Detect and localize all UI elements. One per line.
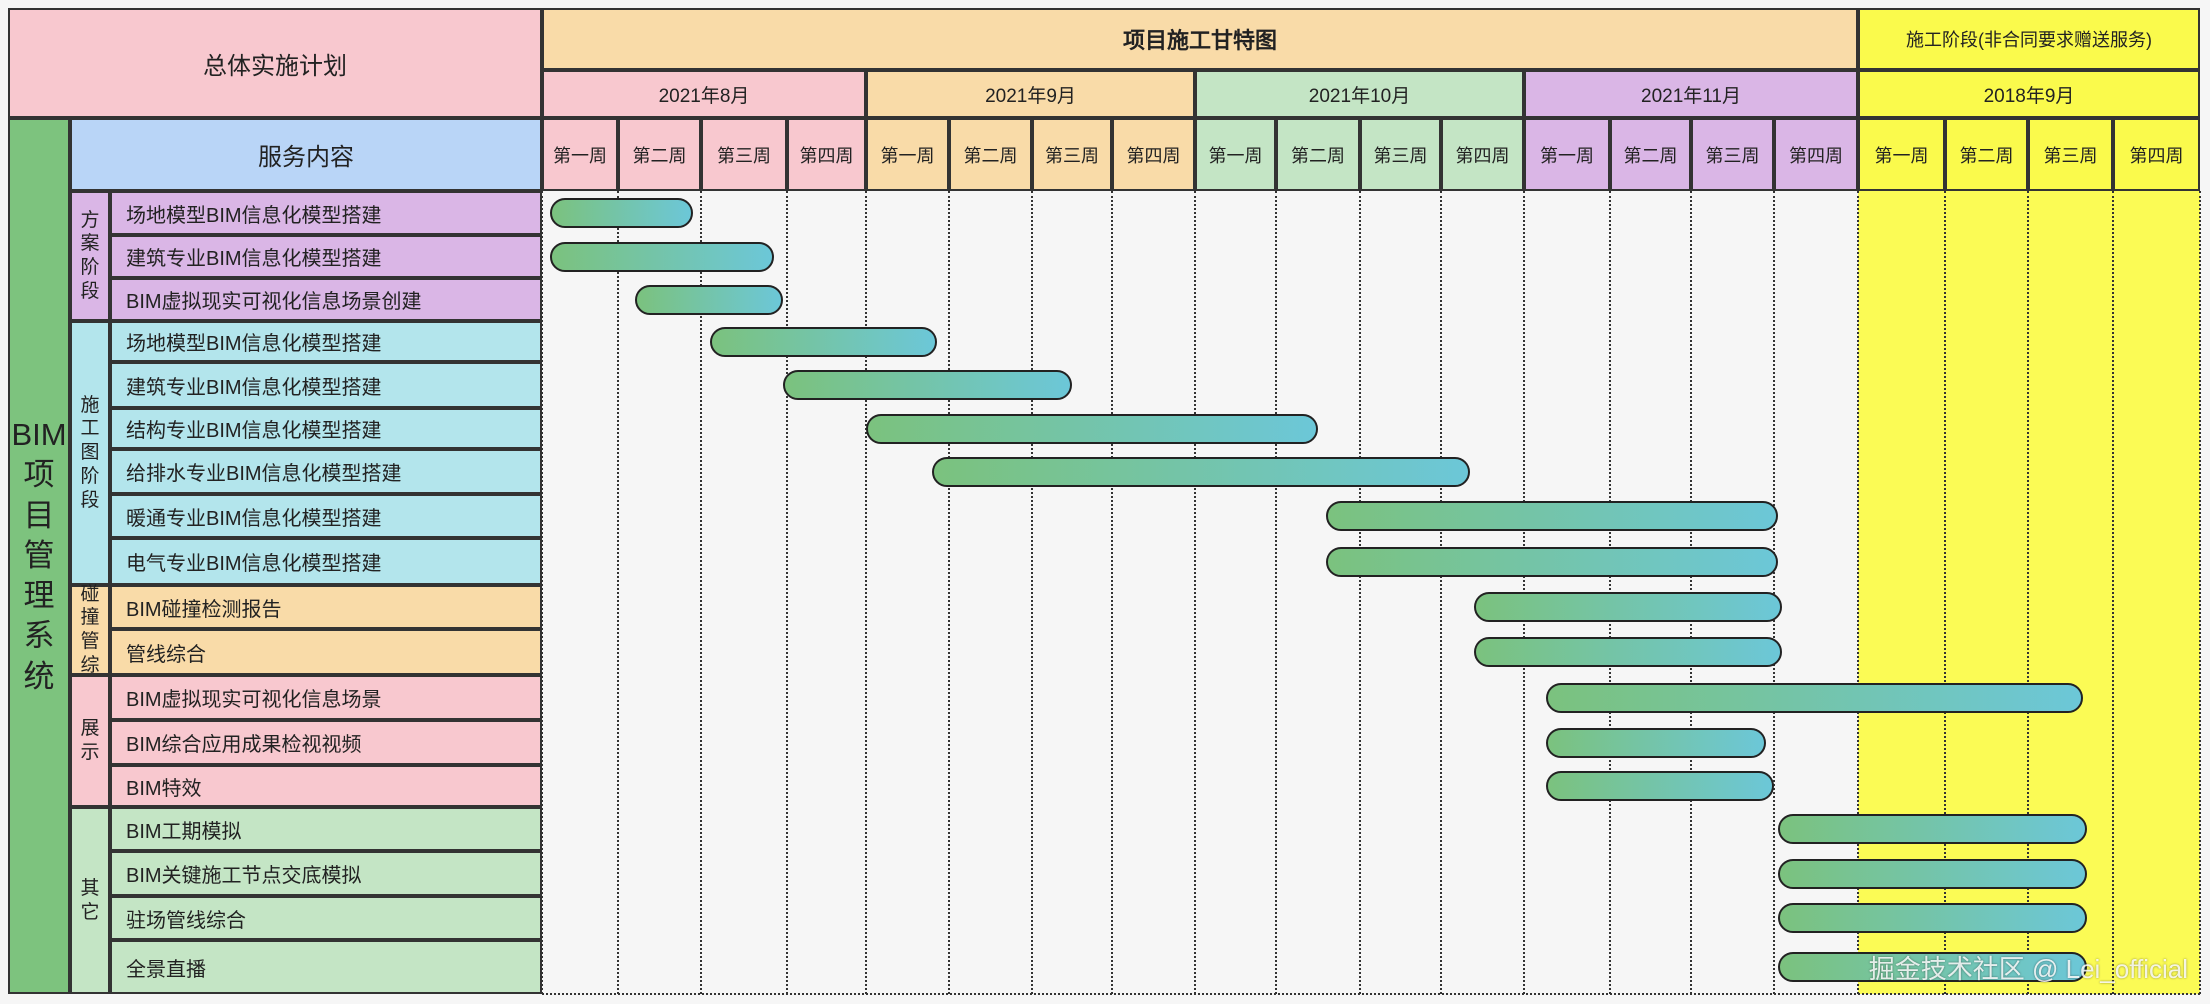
month-header: 2021年8月	[542, 70, 866, 118]
week-header: 第一周	[542, 118, 618, 191]
phase-label: 方案阶段	[70, 191, 110, 321]
task-name: 全景直播	[110, 940, 542, 994]
week-header: 第四周	[1112, 118, 1195, 191]
week-header: 第四周	[2113, 118, 2200, 191]
gantt-bar[interactable]	[932, 456, 1471, 487]
week-gridline	[541, 191, 543, 994]
gantt-bar[interactable]	[1545, 771, 1774, 801]
week-gridline	[865, 191, 867, 994]
gantt-bar[interactable]	[709, 326, 937, 357]
week-header: 第三周	[2028, 118, 2113, 191]
task-name: BIM工期模拟	[110, 807, 542, 851]
week-header: 第三周	[1691, 118, 1774, 191]
plan-title: 总体实施计划	[8, 8, 542, 118]
gantt-bar[interactable]	[549, 198, 693, 228]
week-gridline	[1194, 191, 1196, 994]
week-gridline	[948, 191, 950, 994]
task-name: 场地模型BIM信息化模型搭建	[110, 191, 542, 235]
gantt-bar[interactable]	[1326, 501, 1779, 531]
gantt-bar[interactable]	[1778, 814, 2088, 844]
chart-title: 项目施工甘特图	[542, 8, 1858, 70]
task-name: 场地模型BIM信息化模型搭建	[110, 321, 542, 362]
task-name: 建筑专业BIM信息化模型搭建	[110, 235, 542, 278]
week-gridline	[1773, 191, 1775, 994]
service-content-header: 服务内容	[70, 118, 542, 191]
watermark: 掘金技术社区 @ Lei_official	[1868, 954, 2188, 984]
week-gridline	[1275, 191, 1277, 994]
task-name: BIM虚拟现实可视化信息场景创建	[110, 278, 542, 321]
gantt-bar[interactable]	[549, 241, 775, 272]
week-header: 第一周	[1524, 118, 1610, 191]
week-header: 第一周	[1195, 118, 1276, 191]
task-name: BIM碰撞检测报告	[110, 585, 542, 629]
task-name: 结构专业BIM信息化模型搭建	[110, 408, 542, 449]
week-gridline	[1111, 191, 1113, 994]
task-name: 管线综合	[110, 629, 542, 675]
week-gridline	[617, 191, 619, 994]
week-gridline	[2027, 191, 2029, 994]
month-header: 2021年10月	[1195, 70, 1524, 118]
week-header: 第二周	[949, 118, 1032, 191]
task-name: 建筑专业BIM信息化模型搭建	[110, 362, 542, 408]
week-header: 第二周	[1945, 118, 2028, 191]
month-header: 2018年9月	[1858, 70, 2200, 118]
phase-label: 碰撞管综	[70, 584, 110, 676]
week-gridline	[2199, 191, 2201, 994]
service-phase-title: 施工阶段(非合同要求赠送服务)	[1858, 8, 2200, 70]
gantt-bar[interactable]	[866, 413, 1318, 444]
week-header: 第四周	[787, 118, 866, 191]
phase-label: 其它	[70, 807, 110, 994]
week-header: 第二周	[1610, 118, 1691, 191]
week-header: 第三周	[1032, 118, 1112, 191]
week-gridline	[700, 191, 702, 994]
gantt-bar[interactable]	[1545, 682, 2084, 713]
week-header: 第四周	[1774, 118, 1858, 191]
week-header: 第二周	[1276, 118, 1360, 191]
week-header: 第三周	[701, 118, 787, 191]
task-name: 给排水专业BIM信息化模型搭建	[110, 449, 542, 494]
gantt-bar[interactable]	[782, 370, 1072, 400]
week-gridline	[786, 191, 788, 994]
task-name: 驻场管线综合	[110, 896, 542, 940]
week-header: 第一周	[1858, 118, 1945, 191]
week-header: 第四周	[1441, 118, 1524, 191]
phase-label: 展示	[70, 675, 110, 807]
task-name: BIM关键施工节点交底模拟	[110, 851, 542, 896]
gantt-bar[interactable]	[1778, 903, 2088, 933]
gantt-bar[interactable]	[1778, 858, 2088, 889]
week-gridline	[1857, 191, 1859, 994]
gantt-bar[interactable]	[1474, 637, 1783, 667]
gantt-bar[interactable]	[634, 284, 783, 315]
task-name: BIM综合应用成果检视视频	[110, 720, 542, 765]
week-gridline	[1944, 191, 1946, 994]
gantt-bar[interactable]	[1545, 727, 1766, 758]
task-name: BIM虚拟现实可视化信息场景	[110, 675, 542, 720]
gantt-bar[interactable]	[1326, 546, 1779, 577]
phase-label: 施工图阶段	[70, 321, 110, 585]
month-header: 2021年11月	[1524, 70, 1858, 118]
week-header: 第二周	[618, 118, 701, 191]
week-gridline	[1440, 191, 1442, 994]
task-name: 电气专业BIM信息化模型搭建	[110, 538, 542, 585]
month-header: 2021年9月	[866, 70, 1195, 118]
week-header: 第三周	[1360, 118, 1441, 191]
grid-bottom-line	[542, 993, 2200, 995]
task-name: 暖通专业BIM信息化模型搭建	[110, 494, 542, 538]
week-gridline	[1031, 191, 1033, 994]
week-header: 第一周	[866, 118, 949, 191]
gantt-bar[interactable]	[1778, 952, 2088, 982]
week-gridline	[1359, 191, 1361, 994]
week-gridline	[2112, 191, 2114, 994]
task-name: BIM特效	[110, 765, 542, 807]
gantt-bar[interactable]	[1474, 592, 1783, 622]
